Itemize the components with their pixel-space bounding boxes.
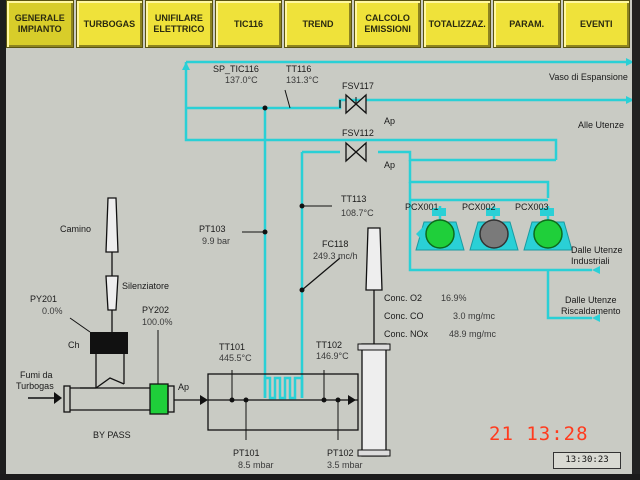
pt103-value: 9.9 bar bbox=[202, 236, 230, 246]
pt102-value: 3.5 mbar bbox=[327, 460, 363, 470]
menu-eventi[interactable]: EVENTI bbox=[562, 0, 631, 48]
py202-label: PY202 bbox=[142, 305, 169, 315]
tt101-value: 445.5°C bbox=[219, 353, 252, 363]
conc-nox-value: 48.9 mg/mc bbox=[449, 329, 497, 339]
clock-display: 13:30:23 bbox=[553, 452, 621, 469]
flue-gas-system bbox=[28, 197, 391, 457]
tt102-label: TT102 bbox=[316, 340, 342, 350]
fumi-l1: Fumi da bbox=[20, 370, 53, 380]
camino-label: Camino bbox=[60, 224, 91, 234]
menu-turbogas[interactable]: TURBOGAS bbox=[75, 0, 144, 48]
chiller-label: Ch bbox=[68, 340, 80, 350]
fsv112-valve[interactable] bbox=[345, 141, 367, 163]
conc-co-value: 3.0 mg/mc bbox=[453, 311, 496, 321]
fsv117-label: FSV117 bbox=[342, 81, 374, 91]
pump-pcx003[interactable] bbox=[523, 208, 573, 251]
pcx002-label: PCX002 bbox=[462, 202, 496, 212]
pt102-label: PT102 bbox=[327, 448, 354, 458]
py201-value: 0.0% bbox=[42, 306, 63, 316]
fc118-label: FC118 bbox=[322, 239, 348, 249]
menu-tic116[interactable]: TIC116 bbox=[214, 0, 283, 48]
pt103-label: PT103 bbox=[199, 224, 226, 234]
vaso-espansione-label: Vaso di Espansione bbox=[549, 72, 628, 82]
silenziatore-label: Silenziatore bbox=[122, 281, 169, 291]
fsv117-valve[interactable] bbox=[339, 93, 367, 115]
tt116-label: TT116 bbox=[286, 64, 311, 74]
menu-generale-impianto[interactable]: GENERALE IMPIANTO bbox=[6, 0, 74, 48]
pump-pcx001[interactable] bbox=[415, 208, 465, 251]
damper-state: Ap bbox=[178, 382, 189, 392]
tt116-value: 131.3°C bbox=[286, 75, 319, 85]
pt101-value: 8.5 mbar bbox=[238, 460, 274, 470]
menu-param[interactable]: PARAM. bbox=[492, 0, 561, 48]
py201-label: PY201 bbox=[30, 294, 57, 304]
dalle-utenze-riscaldamento-l2: Riscaldamento bbox=[561, 306, 621, 316]
dalle-utenze-industriali-l2: Industriali bbox=[571, 256, 610, 266]
dalle-utenze-industriali-l1: Dalle Utenze bbox=[571, 245, 623, 255]
tt113-value: 108.7°C bbox=[341, 208, 374, 218]
instrument-taps bbox=[242, 89, 341, 293]
tt102-value: 146.9°C bbox=[316, 351, 349, 361]
fsv112-state: Ap bbox=[384, 160, 395, 170]
monitor-bezel-right bbox=[632, 0, 640, 480]
monitor-bezel-left bbox=[0, 0, 6, 480]
alle-utenze-label: Alle Utenze bbox=[578, 120, 624, 130]
tt101-label: TT101 bbox=[219, 342, 245, 352]
conc-co-label: Conc. CO bbox=[384, 311, 424, 321]
conc-nox-label: Conc. NOx bbox=[384, 329, 429, 339]
fsv112-label: FSV112 bbox=[342, 128, 374, 138]
water-piping bbox=[182, 58, 640, 400]
menu-trend[interactable]: TREND bbox=[284, 0, 352, 48]
camera-date-overlay: 21 13:28 bbox=[489, 423, 589, 445]
pcx001-label: PCX001 bbox=[405, 202, 439, 212]
dalle-utenze-riscaldamento-l1: Dalle Utenze bbox=[565, 295, 617, 305]
pump-pcx002[interactable] bbox=[469, 208, 519, 251]
fsv117-state: Ap bbox=[384, 116, 395, 126]
sp-tic116-value: 137.0°C bbox=[225, 75, 258, 85]
pcx003-label: PCX003 bbox=[515, 202, 549, 212]
menu-unifilare-elettrico[interactable]: UNIFILARE ELETTRICO bbox=[145, 0, 213, 48]
top-menu: GENERALE IMPIANTO TURBOGAS UNIFILARE ELE… bbox=[6, 0, 632, 50]
sp-tic116-label: SP_TIC116 bbox=[213, 64, 259, 74]
menu-calcolo-emissioni[interactable]: CALCOLO EMISSIONI bbox=[353, 0, 422, 48]
conc-o2-label: Conc. O2 bbox=[384, 293, 422, 303]
tt113-label: TT113 bbox=[341, 194, 366, 204]
pt101-label: PT101 bbox=[233, 448, 260, 458]
bypass-label: BY PASS bbox=[93, 430, 131, 440]
menu-totalizzaz[interactable]: TOTALIZZAZ. bbox=[423, 0, 491, 48]
monitor-bezel-bottom bbox=[0, 474, 640, 480]
fumi-l2: Turbogas bbox=[16, 381, 54, 391]
py202-value: 100.0% bbox=[142, 317, 173, 327]
fc118-value: 249.3 mc/h bbox=[313, 251, 358, 261]
conc-o2-value: 16.9% bbox=[441, 293, 467, 303]
